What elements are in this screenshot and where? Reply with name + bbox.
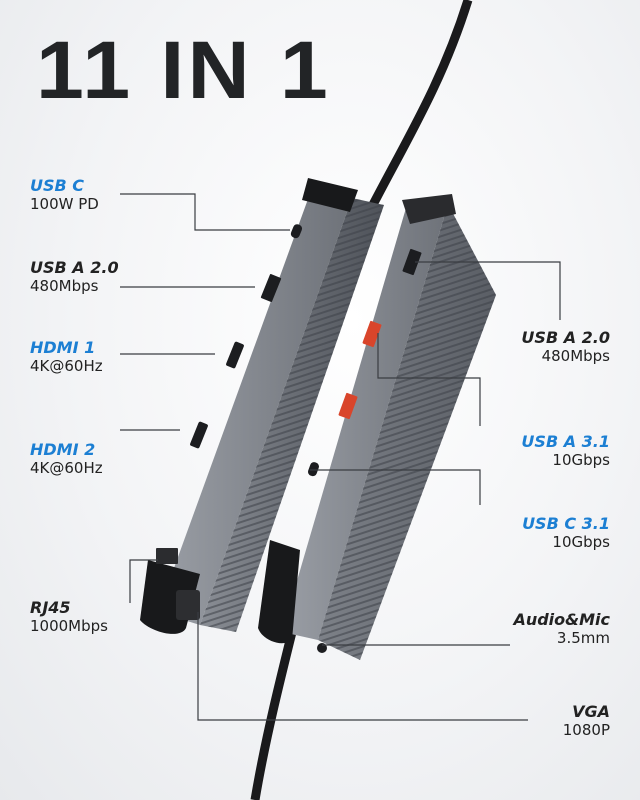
top-cable — [355, 0, 473, 233]
hdmi1-port — [226, 341, 244, 369]
label-spec: 100W PD — [30, 195, 99, 214]
label-spec: 10Gbps — [552, 451, 610, 470]
label-name: USB A 2.0 — [521, 328, 610, 347]
right-hub-top-cap — [402, 194, 456, 224]
label-name: HDMI 2 — [30, 440, 96, 459]
label-usb-a-3-1: USB A 3.1 10Gbps — [521, 432, 610, 469]
headline: 11 IN 1 — [36, 25, 331, 116]
left-hub-port-face — [158, 188, 352, 625]
leader-lines — [120, 193, 561, 721]
label-name: USB C — [30, 176, 85, 195]
vga-port — [176, 590, 200, 620]
label-spec: 480Mbps — [30, 277, 99, 296]
label-spec: 1000Mbps — [30, 617, 108, 636]
usb-c31-port — [307, 462, 319, 477]
label-usb-c: USB C 100W PD — [30, 176, 99, 213]
label-rj45: RJ45 1000Mbps — [30, 598, 108, 635]
label-spec: 480Mbps — [541, 347, 610, 366]
label-spec: 1080P — [562, 721, 610, 740]
left-hub-top-cap — [302, 178, 358, 212]
usb-a31-port-2 — [338, 392, 358, 420]
label-audio-mic: Audio&Mic 3.5mm — [513, 610, 610, 647]
label-name: USB C 3.1 — [522, 514, 610, 533]
label-spec: 3.5mm — [556, 629, 610, 648]
label-spec: 4K@60Hz — [30, 459, 103, 478]
label-name: USB A 3.1 — [521, 432, 610, 451]
label-name: HDMI 1 — [30, 338, 96, 357]
label-usb-c-3-1: USB C 3.1 10Gbps — [522, 514, 610, 551]
right-hub-port-face — [282, 204, 448, 640]
hdmi2-port — [190, 421, 208, 449]
label-hdmi-2: HDMI 2 4K@60Hz — [30, 440, 103, 477]
usb-c-port-left — [290, 224, 303, 239]
usb-a-port-left — [260, 274, 282, 302]
label-name: VGA — [572, 702, 610, 721]
label-spec: 10Gbps — [552, 533, 610, 552]
label-usb-a-2-right: USB A 2.0 480Mbps — [521, 328, 610, 365]
label-vga: VGA 1080P — [563, 702, 610, 739]
label-usb-a-2-left: USB A 2.0 480Mbps — [30, 258, 119, 295]
usb-a31-port-1 — [362, 320, 382, 348]
rj45-port — [156, 548, 178, 564]
right-hub-bottom-cap — [258, 540, 300, 644]
usb-a2-port-right — [402, 248, 422, 276]
label-name: RJ45 — [30, 598, 71, 617]
label-hdmi-1: HDMI 1 4K@60Hz — [30, 338, 103, 375]
label-name: Audio&Mic — [513, 610, 610, 629]
label-spec: 4K@60Hz — [30, 357, 103, 376]
label-name: USB A 2.0 — [30, 258, 119, 277]
